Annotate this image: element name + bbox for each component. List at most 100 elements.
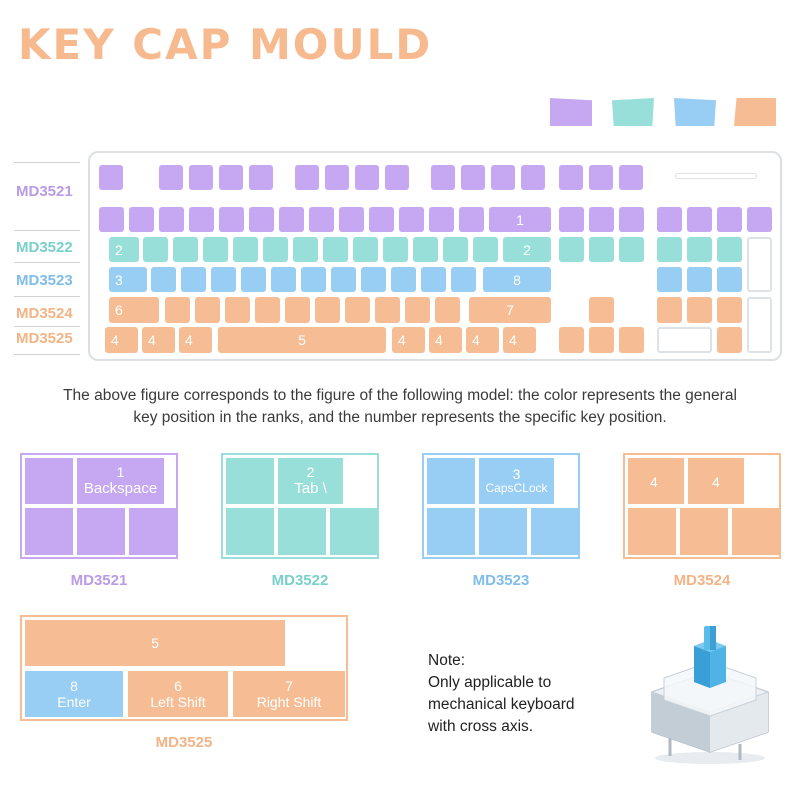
key	[399, 207, 424, 232]
keycap	[479, 508, 527, 555]
key	[413, 237, 438, 262]
keycap	[680, 508, 728, 555]
ctrl-right-key: 4	[503, 327, 536, 353]
key	[431, 165, 455, 190]
key	[203, 237, 228, 262]
note-line: Only applicable to	[428, 674, 552, 691]
keycap-label: Enter	[57, 694, 91, 710]
keycap	[25, 508, 73, 555]
key	[355, 165, 379, 190]
keyboard-diagram: 1 2 2 3 8 6 7	[88, 151, 782, 361]
keycap	[129, 508, 177, 555]
key	[159, 207, 184, 232]
key	[375, 297, 400, 323]
key	[383, 237, 408, 262]
key	[353, 237, 378, 262]
key	[309, 207, 334, 232]
keycap-number: 3	[512, 466, 521, 483]
keycap	[226, 508, 274, 555]
divider	[14, 296, 80, 297]
key	[385, 165, 409, 190]
keycap: 4	[628, 458, 684, 504]
numpad-zero-key	[657, 327, 712, 353]
enter-key: 8	[483, 267, 551, 292]
caption-md3521: MD3521	[70, 572, 128, 589]
row-label-md3523: MD3523	[16, 272, 73, 289]
key	[129, 207, 154, 232]
note-line: mechanical keyboard	[428, 696, 575, 713]
arrow-right-key	[619, 327, 644, 353]
key	[451, 267, 476, 292]
key	[219, 165, 243, 190]
keycap-number: 4	[650, 474, 658, 490]
row-label-md3525: MD3525	[16, 330, 73, 347]
keycap-right-shift: 7 Right Shift	[233, 671, 345, 717]
key	[345, 297, 370, 323]
key	[315, 297, 340, 323]
panel-md3523: 3 CapsCLock	[422, 453, 580, 559]
keycap-space: 5	[25, 620, 285, 666]
key	[619, 165, 643, 190]
arrow-down-key	[589, 327, 614, 353]
key	[435, 297, 460, 323]
row-label-md3522: MD3522	[16, 239, 73, 256]
keycap-left-shift: 6 Left Shift	[128, 671, 228, 717]
key	[559, 165, 583, 190]
note-heading: Note:	[428, 652, 466, 669]
key	[619, 237, 644, 262]
key	[521, 165, 545, 190]
key	[657, 267, 682, 292]
keycap-label: CapsCLock	[485, 481, 548, 496]
key	[323, 237, 348, 262]
divider	[14, 326, 80, 327]
key	[241, 267, 266, 292]
key	[589, 207, 614, 232]
key	[301, 267, 326, 292]
keycap	[427, 508, 475, 555]
keycap-number: 8	[70, 677, 78, 694]
key	[687, 207, 712, 232]
divider	[14, 262, 80, 263]
key	[361, 267, 386, 292]
key	[189, 165, 213, 190]
divider	[14, 354, 80, 355]
key	[391, 267, 416, 292]
capslock-key: 3	[109, 267, 147, 292]
keycap	[732, 508, 780, 555]
key	[619, 207, 644, 232]
caption-md3523: MD3523	[472, 572, 530, 589]
key	[589, 165, 613, 190]
caption-md3524: MD3524	[673, 572, 731, 589]
win-key: 4	[142, 327, 175, 353]
orange-swatch	[734, 98, 776, 126]
key	[285, 297, 310, 323]
mechanical-switch-icon	[640, 620, 780, 775]
keycap-number: 6	[174, 677, 182, 694]
keycap-label: Tab \	[294, 480, 327, 498]
teal-swatch	[612, 98, 654, 126]
arrow-left-key	[559, 327, 584, 353]
note: Note: Only applicable to mechanical keyb…	[428, 650, 574, 738]
keycap-number: 1	[116, 464, 125, 481]
key	[151, 267, 176, 292]
key	[657, 297, 682, 323]
key	[263, 237, 288, 262]
panel-md3522: 2 Tab \	[221, 453, 379, 559]
key	[159, 165, 183, 190]
key	[211, 267, 236, 292]
ctrl-key: 4	[105, 327, 138, 353]
key	[559, 207, 584, 232]
keycap	[330, 508, 378, 555]
caption-md3525: MD3525	[155, 734, 213, 751]
left-shift-key: 6	[109, 297, 159, 323]
key	[249, 207, 274, 232]
divider	[14, 230, 80, 231]
key	[295, 165, 319, 190]
keycap-tab: 2 Tab \	[278, 458, 343, 504]
key	[181, 267, 206, 292]
description-line-1: The above figure corresponds to the figu…	[63, 387, 737, 404]
key	[189, 207, 214, 232]
key	[249, 165, 273, 190]
space-key: 5	[218, 327, 386, 353]
key	[279, 207, 304, 232]
